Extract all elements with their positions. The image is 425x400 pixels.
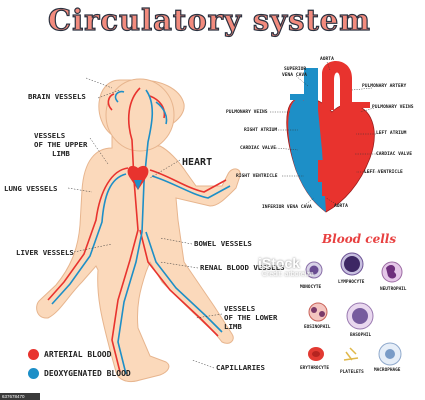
label-erythrocyte: ERYTHROCYTE	[300, 366, 330, 371]
label-superior-vena-cava-line1: SUPERIOR	[284, 67, 307, 72]
body-heart	[127, 165, 149, 190]
page-title: Circulatory system	[47, 2, 371, 37]
label-aorta-top: AORTA	[320, 57, 334, 62]
label-eosinophil: EOSINOPHIL	[304, 325, 331, 330]
label-inferior-vena-cava: INFERIOR VENA CAVA	[262, 205, 312, 210]
legend-deoxygenated-label: DEOXYGENATED BLOOD	[44, 369, 131, 378]
label-superior-vena-cava-line2: VENA CAVA	[282, 73, 307, 78]
label-basophil: BASOPHIL	[350, 333, 372, 338]
label-bowel-vessels: BOWEL VESSELS	[194, 239, 252, 248]
callout-lines	[67, 77, 223, 369]
label-cardiac-valve-right: CARDIAC VALVE	[376, 152, 412, 157]
label-left-ventricle: LEFT VENTRICLE	[364, 170, 403, 175]
label-capillaries: CAPILLARIES	[216, 363, 265, 372]
label-upper-limb-line3: LIMB	[52, 149, 70, 158]
label-pulmonary-veins-right: PULMONARY VEINS	[372, 105, 414, 110]
blood-cells	[305, 252, 403, 366]
arteries	[47, 87, 227, 373]
label-lower-limb-line3: LIMB	[224, 322, 242, 331]
label-right-atrium: RIGHT ATRIUM	[244, 128, 278, 133]
label-pulmonary-veins-left: PULMONARY VEINS	[226, 110, 268, 115]
watermark-brand: iStock	[258, 255, 301, 271]
label-cardiac-valve-left: CARDIAC VALVE	[240, 146, 276, 151]
label-pulmonary-artery: PULMONARY ARTERY	[362, 84, 407, 89]
label-heart: HEART	[182, 157, 213, 168]
label-aorta-bottom: AORTA	[334, 204, 348, 209]
veins	[51, 89, 231, 375]
label-left-atrium: LEFT ATRIUM	[376, 131, 407, 136]
label-monocyte: MONOCYTE	[300, 285, 322, 290]
legend-arterial-swatch	[28, 349, 39, 360]
label-lower-limb-line2: OF THE LOWER	[224, 313, 278, 322]
blood-cells-title: Blood cells	[322, 232, 397, 246]
label-right-ventricle: RIGHT VENTRICLE	[236, 174, 278, 179]
label-renal-vessels: RENAL BLOOD VESSELS	[200, 263, 285, 272]
label-upper-limb-line1: VESSELS	[34, 131, 66, 140]
label-platelets: PLATELETS	[340, 370, 364, 375]
label-macrophage: MACROPHAGE	[374, 368, 401, 373]
label-brain-vessels: BRAIN VESSELS	[28, 92, 86, 101]
watermark-credit: Credit: arborelza	[262, 271, 314, 278]
label-neutrophil: NEUTROPHIL	[380, 287, 407, 292]
image-id-bar: 637678470	[0, 393, 40, 400]
heart-diagram	[286, 60, 375, 213]
legend-deoxygenated-swatch	[28, 368, 39, 379]
label-lower-limb-line1: VESSELS	[224, 304, 256, 313]
label-lymphocyte: LYMPHOCYTE	[338, 280, 365, 285]
heart-callouts	[270, 61, 378, 205]
label-lung-vessels: LUNG VESSELS	[4, 184, 58, 193]
legend-arterial-label: ARTERIAL BLOOD	[44, 350, 112, 359]
label-upper-limb-line2: OF THE UPPER	[34, 140, 88, 149]
label-liver-vessels: LIVER VESSELS	[16, 248, 74, 257]
